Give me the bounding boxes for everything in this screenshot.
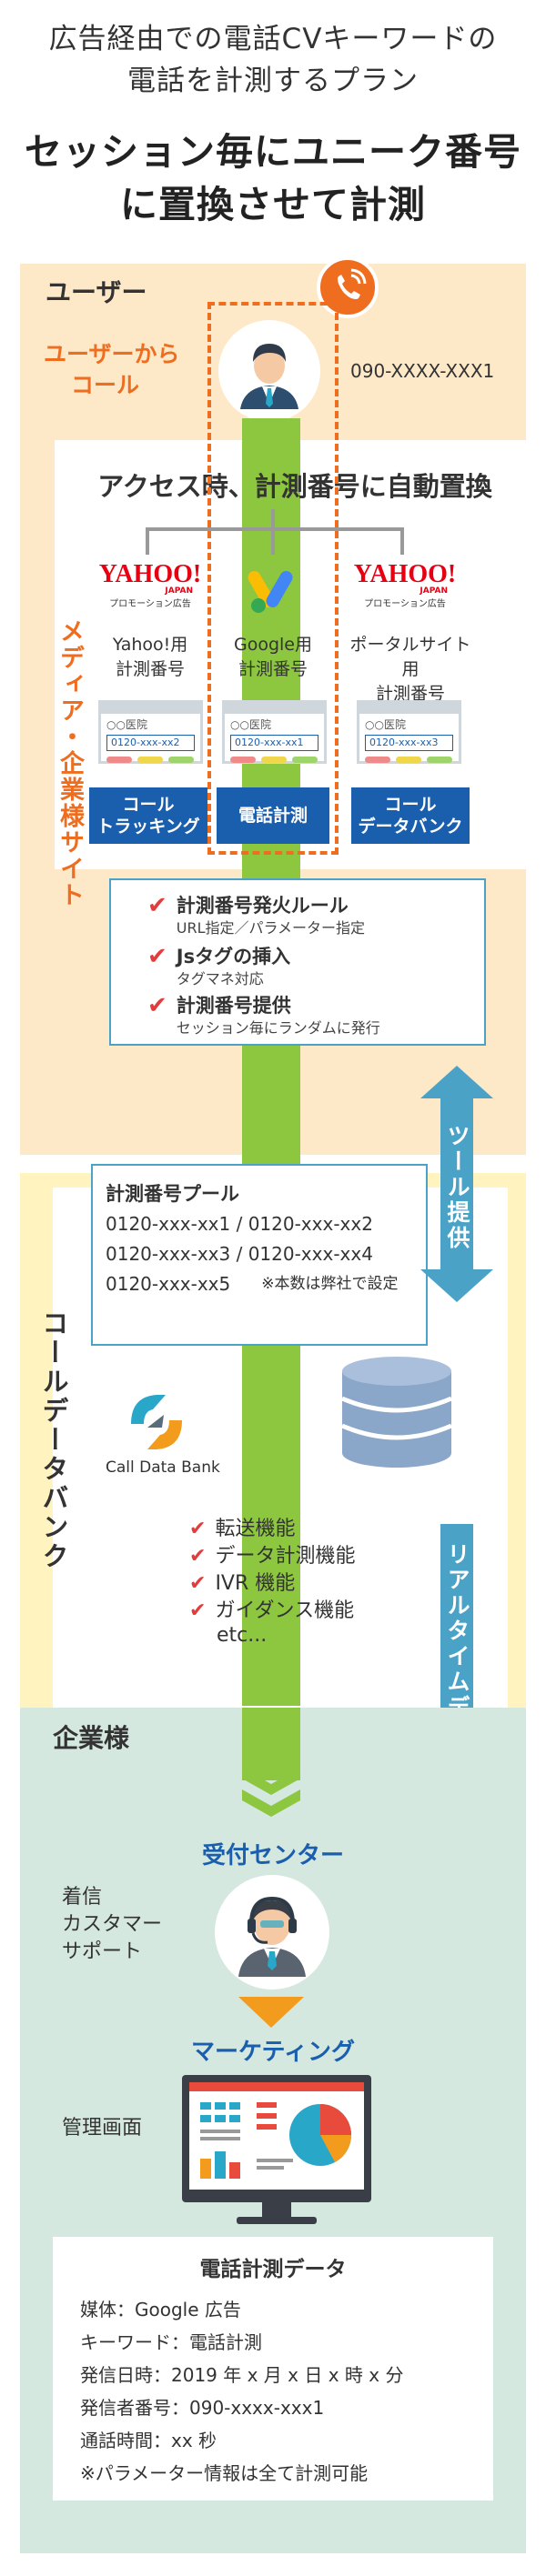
google-highlight-box (207, 302, 339, 855)
feature-item: ✔IVR 機能 (189, 1572, 296, 1595)
data-line: 発信日時：2019 年 x 月 x 日 x 時 x 分 (80, 2364, 404, 2386)
flow-chevron-2 (238, 1768, 304, 1822)
pool-line-2: 0120-xxx-xx3 / 0120-xxx-xx4 (106, 1243, 373, 1265)
feature-item: ✔ガイダンス機能 (189, 1599, 355, 1622)
rule-item: ✔ 計測番号提供 セッション毎にランダムに発行 (147, 992, 380, 1037)
call-data-bank-logo (120, 1388, 193, 1457)
feature-item: ✔データ計測機能 (189, 1545, 356, 1568)
reception-title: 受付センター (201, 1842, 344, 1869)
cdb-vertical-label: コールデータバンク (38, 1309, 69, 1571)
media-vertical-label: メディア・企業様サイト (56, 618, 84, 908)
rule-item: ✔ 計測番号発火ルール URL指定／パラメーター指定 (147, 892, 366, 937)
check-icon: ✔ (147, 892, 167, 919)
tool-provide-arrow: ツール提供 (420, 1066, 493, 1302)
tool-provide-label: ツール提供 (444, 1124, 470, 1251)
check-icon: ✔ (147, 943, 167, 970)
call-data-bank-button[interactable]: コール データバンク (351, 787, 470, 844)
data-line: 通話時間：xx 秒 (80, 2430, 217, 2451)
yahoo-logo-2: YAHOO! JAPAN プロモーション広告 (353, 560, 457, 610)
rules-box: ✔ 計測番号発火ルール URL指定／パラメーター指定 ✔ Jsタグの挿入 タグマ… (109, 878, 486, 1046)
bracket-left (146, 527, 149, 555)
caller-number: 090-XXXX-XXX1 (350, 360, 495, 382)
features-list: ✔転送機能 ✔データ計測機能 ✔IVR 機能 ✔ガイダンス機能 etc... (189, 1517, 355, 1648)
call-tracking-button[interactable]: コール トラッキング (89, 787, 207, 844)
triangle-down-icon (238, 1997, 304, 2028)
rule-item: ✔ Jsタグの挿入 タグマネ対応 (147, 943, 291, 987)
data-line: 媒体：Google 広告 (80, 2299, 241, 2320)
user-section-tab: ユーザー (20, 264, 157, 315)
google-ads-icon (248, 571, 293, 613)
caller-label-line-2: コール (71, 372, 140, 398)
subtitle-line-1: 広告経由での電話CVキーワードの (48, 23, 498, 55)
feature-item: ✔転送機能 (189, 1518, 296, 1540)
media-card-2: ○○医院 0120-xxx-xx1 (222, 700, 327, 764)
subtitle-line-2: 電話を計測するプラン (127, 65, 419, 97)
check-icon: ✔ (189, 1518, 207, 1540)
flow-bar-company (242, 1708, 300, 1780)
title-line-2: に置換させて計測 (120, 183, 426, 226)
phone-badge (317, 256, 379, 318)
admin-label: 管理画面 (62, 2117, 143, 2140)
google-ads-logo (246, 562, 297, 616)
data-line: 発信者番号：090-xxxx-xxx1 (80, 2397, 325, 2419)
businessman-icon (224, 326, 315, 416)
headset-operator-icon (238, 1896, 306, 1977)
media-heading: アクセス時、計測番号に自動置換 (97, 471, 492, 502)
check-icon: ✔ (189, 1599, 207, 1622)
check-icon: ✔ (147, 992, 167, 1019)
pool-line-3: 0120-xxx-xx5 (106, 1273, 231, 1295)
bracket-center (271, 509, 275, 555)
bracket-right (400, 527, 404, 555)
check-icon: ✔ (189, 1545, 207, 1568)
orange-down-arrow (238, 1997, 304, 2030)
operator-avatar (215, 1875, 329, 1990)
check-icon: ✔ (189, 1572, 207, 1595)
phone-measurement-button[interactable]: 電話計測 (217, 787, 329, 844)
user-section-tab-label: ユーザー (46, 277, 147, 307)
media-card-1: ○○医院 0120-xxx-xx2 (98, 700, 203, 764)
title-line-1: セッション毎にユニーク番号 (25, 130, 521, 174)
database-icon (335, 1353, 459, 1469)
portal-label: ポータルサイト用 計測番号 (349, 635, 471, 704)
caller-label-line-1: ユーザーから (44, 341, 180, 367)
number-pool-box: 計測番号プール 0120-xxx-xx1 / 0120-xxx-xx2 0120… (91, 1164, 428, 1346)
yahoo-label: Yahoo!用 計測番号 (112, 635, 188, 679)
data-line: キーワード：電話計測 (80, 2331, 262, 2353)
media-card-3: ○○医院 0120-xxx-xx3 (357, 700, 461, 764)
features-etc: etc... (217, 1624, 268, 1647)
monitor-icon (182, 2075, 371, 2224)
measurement-data-card: 電話計測データ 媒体：Google 広告 キーワード：電話計測 発信日時：201… (53, 2237, 493, 2501)
pool-title: 計測番号プール (106, 1183, 239, 1205)
admin-monitor (178, 2071, 375, 2228)
google-label: Google用 計測番号 (233, 635, 312, 679)
yahoo-logo-1: YAHOO! JAPAN プロモーション広告 (98, 560, 202, 610)
chevron-down-icon (242, 1768, 300, 1817)
company-section-tab-label: 企業様 (53, 1723, 130, 1753)
data-title: 電話計測データ (199, 2258, 347, 2281)
marketing-title: マーケティング (191, 2039, 355, 2066)
reception-side-label: 着信 カスタマー サポート (62, 1886, 163, 1963)
data-line: ※パラメーター情報は全て計測可能 (80, 2462, 369, 2484)
cdb-logo-icon (131, 1395, 182, 1449)
pool-note: ※本数は弊社で設定 (261, 1275, 399, 1293)
phone-icon (338, 268, 367, 299)
pool-line-1: 0120-xxx-xx1 / 0120-xxx-xx2 (106, 1213, 373, 1235)
cdb-logo-text: Call Data Bank (106, 1458, 220, 1477)
caller-avatar (218, 320, 320, 422)
